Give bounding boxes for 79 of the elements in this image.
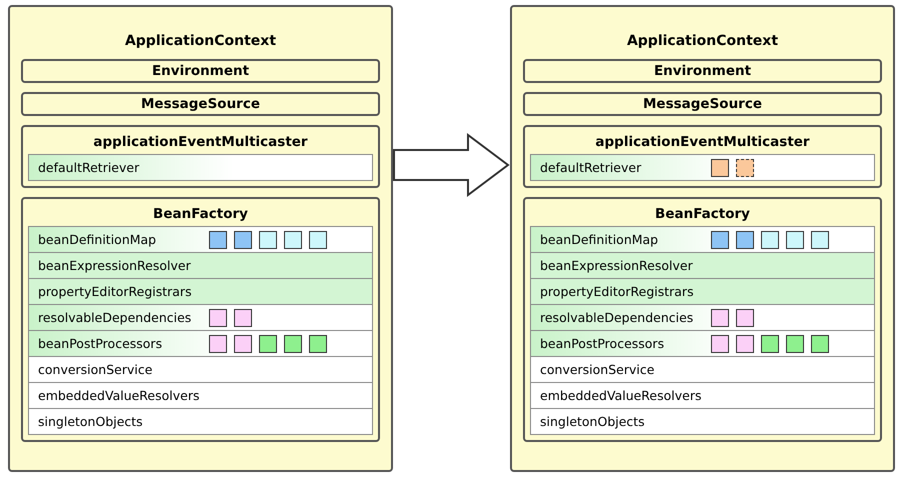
row-label: beanExpressionResolver [37,258,192,273]
color-square [234,308,252,326]
header-bar: Environment [523,59,882,83]
panel-title: ApplicationContext [124,32,278,51]
color-square [786,230,804,248]
color-square [711,158,729,176]
section-box [523,125,882,188]
color-square [786,334,804,352]
section-box [21,125,380,188]
row-label: singletonObjects [539,414,646,429]
color-square [209,230,227,248]
row-label: beanPostProcessors [539,336,666,351]
header-bar: MessageSource [21,92,380,116]
row-label: defaultRetriever [37,160,140,175]
row-label: singletonObjects [37,414,144,429]
table-row [28,408,373,435]
block-arrow [393,133,510,197]
section-title: applicationEventMulticaster [594,133,811,152]
table-row [530,278,875,305]
color-square [811,334,829,352]
table-row [28,304,373,331]
table-row [530,382,875,409]
row-label: beanDefinitionMap [37,232,158,247]
table-row [530,154,875,181]
color-square [711,308,729,326]
color-square [209,334,227,352]
row-label: conversionService [539,362,656,377]
color-square [309,230,327,248]
row-label: beanDefinitionMap [539,232,660,247]
color-square [711,334,729,352]
color-square [736,334,754,352]
table-row [530,252,875,279]
color-square [736,308,754,326]
color-square [284,230,302,248]
header-bar: Environment [21,59,380,83]
color-square [209,308,227,326]
table-row [28,226,373,253]
table-row [530,330,875,357]
color-square [736,158,754,176]
color-square [234,230,252,248]
row-label: resolvableDependencies [37,310,192,325]
color-square [259,230,277,248]
row-label: defaultRetriever [539,160,642,175]
table-row [28,356,373,383]
table-row [28,382,373,409]
table-row [28,278,373,305]
context-panel [8,5,393,472]
section-title: BeanFactory [152,205,249,224]
table-row [530,304,875,331]
row-label: beanExpressionResolver [539,258,694,273]
color-square [309,334,327,352]
color-square [284,334,302,352]
table-row [28,330,373,357]
table-row [28,252,373,279]
section-box [523,197,882,442]
color-square [811,230,829,248]
panel-title: ApplicationContext [626,32,780,51]
section-title: applicationEventMulticaster [92,133,309,152]
header-bar: MessageSource [523,92,882,116]
color-square [761,334,779,352]
row-label: propertyEditorRegistrars [539,284,695,299]
context-panel [510,5,895,472]
color-square [711,230,729,248]
row-label: beanPostProcessors [37,336,164,351]
table-row [530,356,875,383]
table-row [530,408,875,435]
color-square [234,334,252,352]
row-label: resolvableDependencies [539,310,694,325]
row-label: embeddedValueResolvers [539,388,702,403]
color-square [736,230,754,248]
section-title: BeanFactory [654,205,751,224]
table-row [28,154,373,181]
row-label: propertyEditorRegistrars [37,284,193,299]
section-box [21,197,380,442]
row-label: conversionService [37,362,154,377]
color-square [259,334,277,352]
row-label: embeddedValueResolvers [37,388,200,403]
table-row [530,226,875,253]
color-square [761,230,779,248]
